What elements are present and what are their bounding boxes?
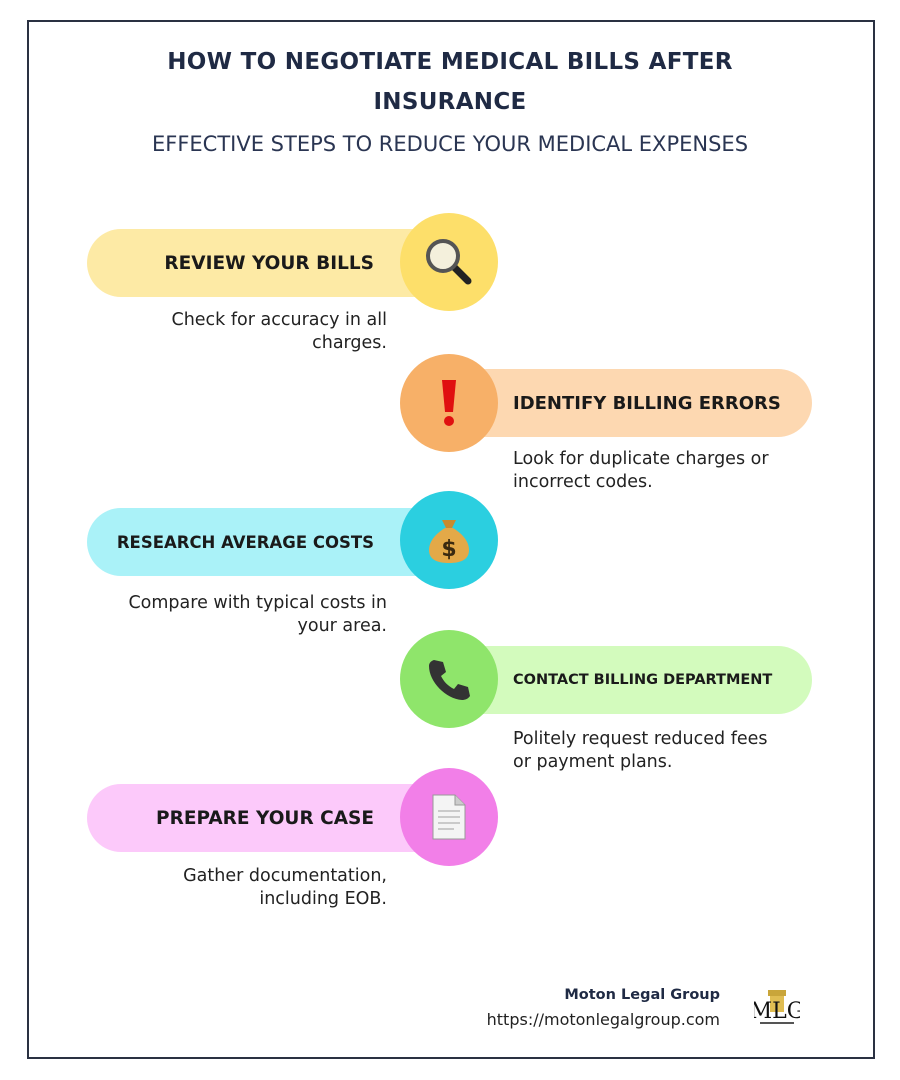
step-contact-billing: CONTACT BILLING DEPARTMENT xyxy=(440,646,812,714)
step-research-costs: RESEARCH AVERAGE COSTS xyxy=(87,508,457,576)
step-label: REVIEW YOUR BILLS xyxy=(164,252,374,274)
step-prepare-case: PREPARE YOUR CASE xyxy=(87,784,457,852)
infographic-frame xyxy=(27,20,875,1059)
title-line-2: INSURANCE xyxy=(373,89,527,115)
phone-icon xyxy=(400,630,498,728)
title-line-1: HOW TO NEGOTIATE MEDICAL BILLS AFTER xyxy=(167,49,733,75)
magnifying-glass-icon xyxy=(400,213,498,311)
company-url[interactable]: https://motonlegalgroup.com xyxy=(486,1010,720,1029)
step-identify-errors: IDENTIFY BILLING ERRORS xyxy=(440,369,812,437)
svg-text:MLG: MLG xyxy=(754,999,800,1024)
step-label: PREPARE YOUR CASE xyxy=(156,807,374,829)
document-icon xyxy=(400,768,498,866)
money-bag-icon: $ xyxy=(400,491,498,589)
exclamation-icon xyxy=(400,354,498,452)
step-label: RESEARCH AVERAGE COSTS xyxy=(116,532,374,552)
svg-text:$: $ xyxy=(441,537,456,562)
company-name: Moton Legal Group xyxy=(564,987,720,1003)
step-description: Gather documentation,including EOB. xyxy=(183,866,387,909)
step-label: IDENTIFY BILLING ERRORS xyxy=(513,392,781,414)
step-review-bills: REVIEW YOUR BILLS xyxy=(87,229,457,297)
subtitle: EFFECTIVE STEPS TO REDUCE YOUR MEDICAL E… xyxy=(151,132,749,156)
company-logo: MLG xyxy=(750,988,804,1028)
step-label: CONTACT BILLING DEPARTMENT xyxy=(513,672,773,688)
